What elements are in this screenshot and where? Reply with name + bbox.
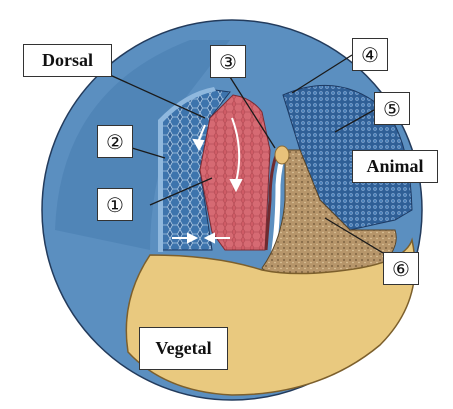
label-dorsal: Dorsal <box>23 44 112 77</box>
leader-lines <box>109 54 384 254</box>
marker-3: ③ <box>210 45 246 78</box>
marker-1: ① <box>97 188 133 221</box>
marker-2: ② <box>97 125 133 158</box>
label-vegetal: Vegetal <box>139 327 228 370</box>
marker-5: ⑤ <box>374 92 410 125</box>
movement-arrows <box>172 117 243 244</box>
marker-6: ⑥ <box>383 252 419 285</box>
mesoderm-region <box>199 94 271 251</box>
marker-4: ④ <box>352 38 388 71</box>
label-animal: Animal <box>352 150 438 183</box>
yolk-plug <box>274 145 290 165</box>
